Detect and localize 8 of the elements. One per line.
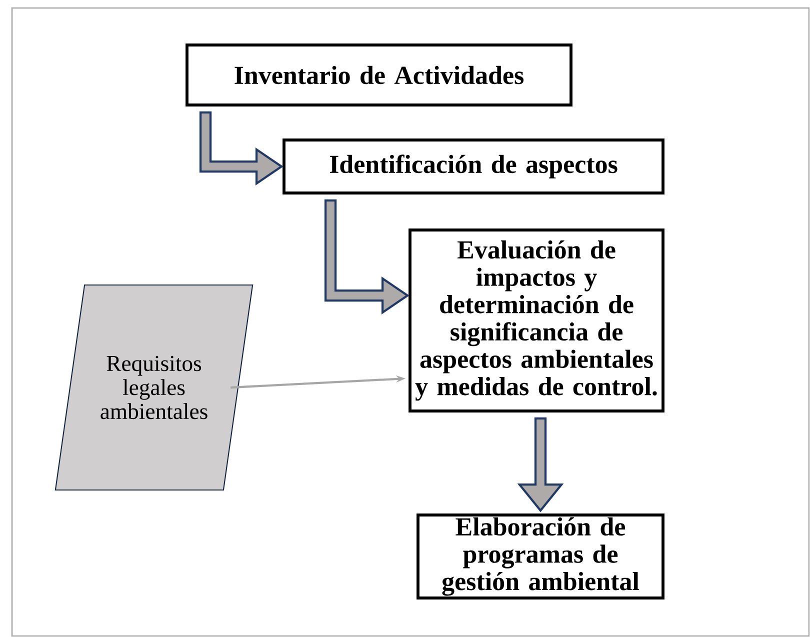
process-box: Elaboración de programas de gestión ambiental [416, 514, 664, 600]
process-box: Inventario de Actividades [186, 44, 572, 106]
block-arrow [517, 417, 564, 512]
process-box: Identificación de aspectos [282, 138, 664, 194]
block-arrow [199, 111, 284, 186]
block-arrow [324, 199, 410, 315]
input-parallelogram: Requisitos legales ambientales [54, 284, 254, 491]
process-box: Evaluación de impactos y determinación de significancia de aspectos ambientales y medidas de control. [408, 228, 664, 412]
